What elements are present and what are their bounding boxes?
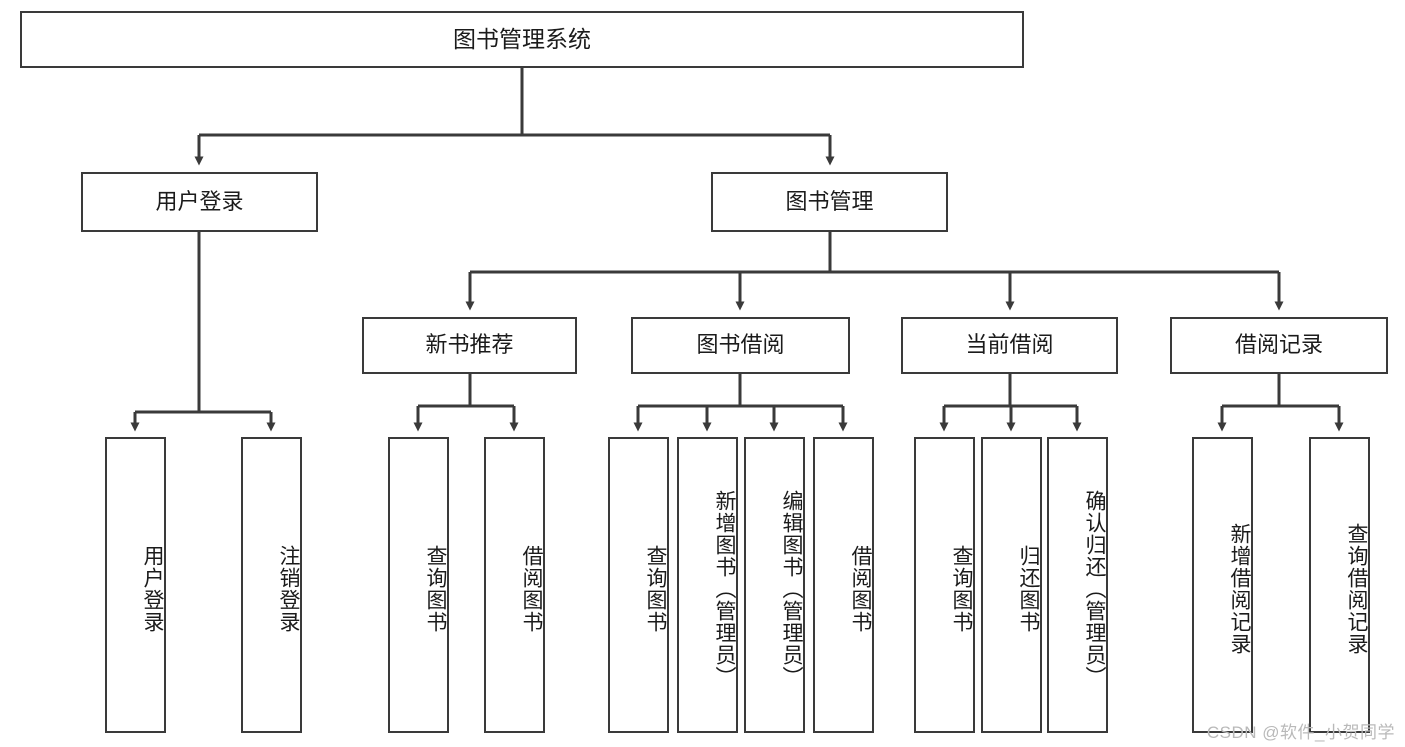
leaf-user-login-label: 用户登录 — [141, 545, 164, 633]
leaf-borrow-book-label: 借阅图书 — [849, 545, 872, 633]
leaf-confirm-return[interactable]: 确认归还（管理员） — [1047, 437, 1108, 733]
watermark: CSDN @软件_小贺同学 — [1206, 723, 1395, 742]
leaf-return-book[interactable]: 归还图书 — [981, 437, 1042, 733]
leaf-query-borrow-record[interactable]: 查询借阅记录 — [1309, 437, 1370, 733]
node-user-login[interactable]: 用户登录 — [81, 172, 318, 232]
leaf-logout-label: 注销登录 — [277, 545, 300, 633]
leaf-query-book-current[interactable]: 查询图书 — [914, 437, 975, 733]
leaf-add-borrow-record-label: 新增借阅记录 — [1228, 523, 1251, 655]
leaf-query-book-borrow-label: 查询图书 — [644, 545, 667, 633]
node-book-borrow-label: 图书借阅 — [696, 332, 785, 358]
node-root[interactable]: 图书管理系统 — [20, 11, 1024, 68]
node-borrow-record[interactable]: 借阅记录 — [1170, 317, 1388, 374]
node-new-book-recommend-label: 新书推荐 — [425, 332, 514, 358]
leaf-edit-book-label: 编辑图书（管理员） — [780, 490, 803, 688]
node-new-book-recommend[interactable]: 新书推荐 — [362, 317, 577, 374]
leaf-query-book-current-label: 查询图书 — [950, 545, 973, 633]
leaf-query-book-new-label: 查询图书 — [424, 545, 447, 633]
leaf-borrow-book-new-label: 借阅图书 — [520, 545, 543, 633]
leaf-add-borrow-record[interactable]: 新增借阅记录 — [1192, 437, 1253, 733]
leaf-logout[interactable]: 注销登录 — [241, 437, 302, 733]
node-borrow-record-label: 借阅记录 — [1234, 332, 1323, 358]
node-book-management[interactable]: 图书管理 — [711, 172, 948, 232]
leaf-borrow-book-new[interactable]: 借阅图书 — [484, 437, 545, 733]
node-root-label: 图书管理系统 — [453, 25, 591, 52]
leaf-return-book-label: 归还图书 — [1017, 545, 1040, 633]
node-current-borrow-label: 当前借阅 — [965, 332, 1054, 358]
leaf-query-book-new[interactable]: 查询图书 — [388, 437, 449, 733]
leaf-user-login[interactable]: 用户登录 — [105, 437, 166, 733]
leaf-add-book-label: 新增图书（管理员） — [713, 490, 736, 688]
leaf-query-borrow-record-label: 查询借阅记录 — [1345, 523, 1368, 655]
leaf-edit-book[interactable]: 编辑图书（管理员） — [744, 437, 805, 733]
node-user-login-label: 用户登录 — [155, 188, 244, 214]
leaf-add-book[interactable]: 新增图书（管理员） — [677, 437, 738, 733]
leaf-query-book-borrow[interactable]: 查询图书 — [608, 437, 669, 733]
leaf-borrow-book[interactable]: 借阅图书 — [813, 437, 874, 733]
leaf-confirm-return-label: 确认归还（管理员） — [1083, 490, 1106, 688]
node-book-borrow[interactable]: 图书借阅 — [631, 317, 850, 374]
node-book-management-label: 图书管理 — [785, 188, 874, 214]
node-current-borrow[interactable]: 当前借阅 — [901, 317, 1118, 374]
